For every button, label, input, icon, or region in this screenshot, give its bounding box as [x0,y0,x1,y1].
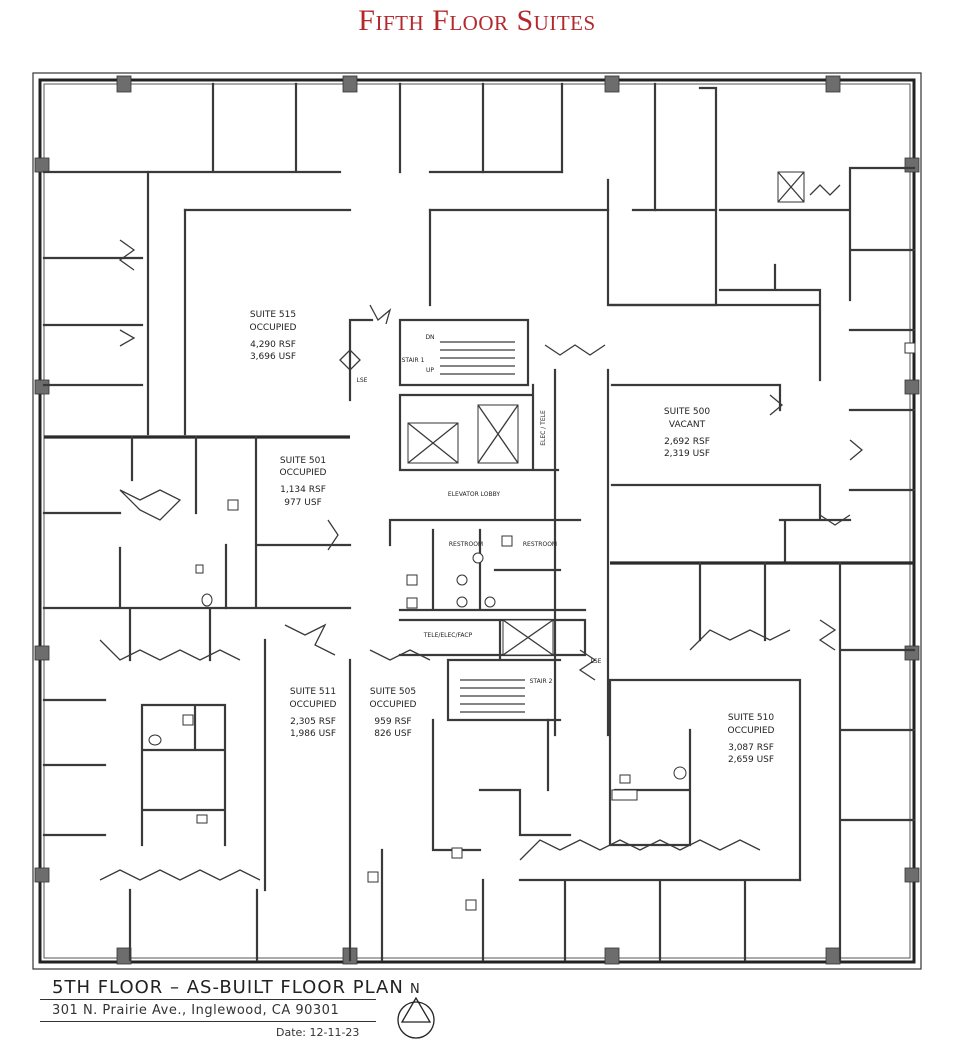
svg-text:4,290 RSF: 4,290 RSF [250,340,296,350]
stair-2-label: STAIR 2 [530,678,553,685]
building-address: 301 N. Prairie Ave., Inglewood, CA 90301 [52,1003,340,1018]
suite-511-label: SUITE 511 OCCUPIED 2,305 RSF 1,986 USF [290,687,337,739]
footer-divider [40,999,376,1000]
elevator-lobby-label: ELEVATOR LOBBY [448,491,501,498]
svg-text:OCCUPIED: OCCUPIED [250,323,297,333]
lse-left-label: LSE [357,377,368,384]
svg-text:OCCUPIED: OCCUPIED [280,468,327,478]
restroom-right-label: RESTROOM [523,541,557,548]
building-perimeter [32,72,922,970]
svg-text:SUITE 505: SUITE 505 [370,687,416,697]
svg-text:1,986 USF: 1,986 USF [290,729,336,739]
page-title: Fifth Floor Suites [358,4,596,37]
svg-text:2,319 USF: 2,319 USF [664,449,710,459]
svg-text:SUITE 510: SUITE 510 [728,713,774,723]
svg-text:SUITE 500: SUITE 500 [664,407,710,417]
svg-text:3,696 USF: 3,696 USF [250,352,296,362]
svg-text:OCCUPIED: OCCUPIED [370,700,417,710]
lse-right-label: LSE [591,658,602,665]
floor-plan-title: 5TH FLOOR – AS-BUILT FLOOR PLAN [52,977,404,998]
footer-divider-bottom [40,1021,376,1022]
svg-text:2,659 USF: 2,659 USF [728,755,774,765]
svg-text:OCCUPIED: OCCUPIED [728,726,775,736]
svg-text:2,692 RSF: 2,692 RSF [664,437,710,447]
stair-dn-label: DN [425,334,434,341]
door-swings [99,184,864,881]
north-arrow-icon [397,996,435,1039]
svg-text:VACANT: VACANT [669,420,706,430]
stair-1-label: STAIR 1 [402,357,425,364]
svg-text:826 USF: 826 USF [374,729,412,739]
svg-text:1,134 RSF: 1,134 RSF [280,485,326,495]
stairs [440,341,525,713]
restroom-left-label: RESTROOM [449,541,483,548]
stair-up-label: UP [426,367,434,374]
elevator-shafts [407,171,805,656]
svg-text:SUITE 511: SUITE 511 [290,687,336,697]
svg-text:2,305 RSF: 2,305 RSF [290,717,336,727]
svg-text:959 RSF: 959 RSF [374,717,411,727]
plumbing-fixtures [148,342,916,911]
svg-text:SUITE 501: SUITE 501 [280,456,326,466]
elec-tele-label: ELEC / TELE [540,410,547,446]
tele-elec-facp-label: TELE/ELEC/FACP [423,632,473,639]
suite-500-label: SUITE 500 VACANT 2,692 RSF 2,319 USF [664,407,710,459]
svg-text:OCCUPIED: OCCUPIED [290,700,337,710]
interior-walls [42,82,916,962]
svg-text:3,087 RSF: 3,087 RSF [728,743,774,753]
suite-510-label: SUITE 510 OCCUPIED 3,087 RSF 2,659 USF [728,713,775,765]
plan-date: Date: 12-11-23 [276,1026,360,1039]
north-label: N [410,982,420,997]
svg-text:SUITE 515: SUITE 515 [250,310,296,320]
svg-text:977 USF: 977 USF [284,498,322,508]
structural-columns [34,75,920,965]
suite-515-label: SUITE 515 OCCUPIED 4,290 RSF 3,696 USF [250,310,297,362]
core-labels: ELEVATOR LOBBY STAIR 1 STAIR 2 ELEC / TE… [357,334,602,685]
suite-505-label: SUITE 505 OCCUPIED 959 RSF 826 USF [370,687,417,739]
suite-501-label: SUITE 501 OCCUPIED 1,134 RSF 977 USF [280,456,327,508]
